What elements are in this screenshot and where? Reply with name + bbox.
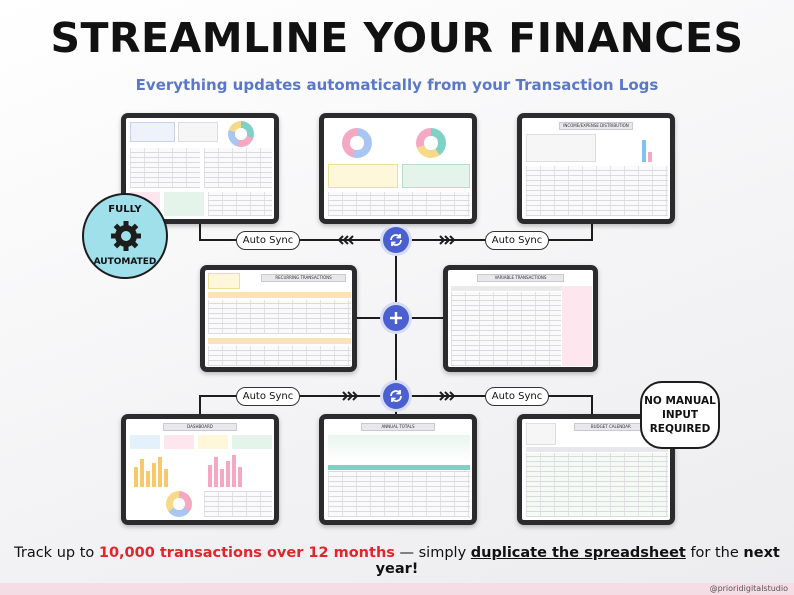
badge-line-2: INPUT bbox=[661, 409, 699, 421]
auto-sync-bottom-right: Auto Sync bbox=[485, 387, 549, 406]
footer-strip bbox=[0, 583, 794, 595]
tablet-dashboard: DASHBOARD bbox=[121, 414, 279, 525]
tablet-overview bbox=[121, 113, 279, 224]
income-expense-sheet: INCOME/EXPENSE DISTRIBUTION bbox=[522, 118, 670, 219]
sync-icon bbox=[390, 234, 402, 246]
income-expense-title: INCOME/EXPENSE DISTRIBUTION bbox=[559, 122, 633, 130]
chevrons-top-left bbox=[337, 235, 354, 245]
tablet-annual: ANNUAL TOTALS bbox=[319, 414, 477, 525]
badge-text-bottom: AUTOMATED bbox=[93, 257, 157, 267]
auto-sync-bottom-left: Auto Sync bbox=[236, 387, 300, 406]
page-title: STREAMLINE YOUR FINANCES bbox=[50, 14, 744, 62]
tablet-variable: VARIABLE TRANSACTIONS bbox=[443, 265, 598, 372]
overview-sheet bbox=[126, 118, 274, 219]
badge-line-1: NO MANUAL bbox=[644, 395, 716, 407]
tablet-income-expense: INCOME/EXPENSE DISTRIBUTION bbox=[517, 113, 675, 224]
footer-tagline: Track up to 10,000 transactions over 12 … bbox=[0, 545, 794, 577]
recurring-title: RECURRING TRANSACTIONS bbox=[260, 274, 347, 282]
badge-text-top: FULLY bbox=[108, 204, 142, 215]
distribution-sheet bbox=[324, 118, 472, 219]
gear-icon bbox=[111, 221, 141, 251]
footer-link: duplicate the spreadsheet bbox=[470, 545, 686, 561]
budget-title: BUDGET CALENDAR bbox=[573, 423, 648, 431]
chevrons-top-right bbox=[439, 235, 456, 245]
fully-automated-badge: FULLY AUTOMATED bbox=[82, 193, 168, 279]
footer-part2: — simply bbox=[394, 545, 471, 561]
page-subtitle: Everything updates automatically from yo… bbox=[135, 76, 659, 94]
plus-circle bbox=[383, 305, 409, 331]
dashboard-title: DASHBOARD bbox=[163, 423, 237, 431]
tablet-distribution bbox=[319, 113, 477, 224]
dashboard-sheet: DASHBOARD bbox=[126, 419, 274, 520]
auto-sync-top-left: Auto Sync bbox=[236, 231, 300, 250]
footer-part1: Track up to bbox=[14, 545, 99, 561]
sync-icon bbox=[390, 390, 402, 402]
no-manual-input-badge: NO MANUAL INPUT REQUIRED bbox=[640, 381, 720, 449]
badge-line-3: REQUIRED bbox=[649, 423, 711, 435]
chevrons-bottom-left bbox=[342, 391, 359, 401]
variable-sheet: VARIABLE TRANSACTIONS bbox=[448, 270, 593, 367]
auto-sync-top-right: Auto Sync bbox=[485, 231, 549, 250]
variable-title: VARIABLE TRANSACTIONS bbox=[477, 274, 564, 282]
credit-handle: @prioridigitalstudio bbox=[709, 584, 788, 593]
sync-circle-top bbox=[383, 227, 409, 253]
chevrons-bottom-right bbox=[439, 391, 456, 401]
annual-sheet: ANNUAL TOTALS bbox=[324, 419, 472, 520]
recurring-sheet: RECURRING TRANSACTIONS bbox=[205, 270, 352, 367]
annual-title: ANNUAL TOTALS bbox=[361, 423, 435, 431]
footer-highlight: 10,000 transactions over 12 months bbox=[98, 545, 395, 561]
footer-bold-end: next year! bbox=[375, 545, 780, 577]
plus-icon bbox=[390, 312, 402, 324]
tablet-recurring: RECURRING TRANSACTIONS bbox=[200, 265, 357, 372]
sync-circle-bottom bbox=[383, 383, 409, 409]
footer-part3: for the bbox=[685, 545, 744, 561]
